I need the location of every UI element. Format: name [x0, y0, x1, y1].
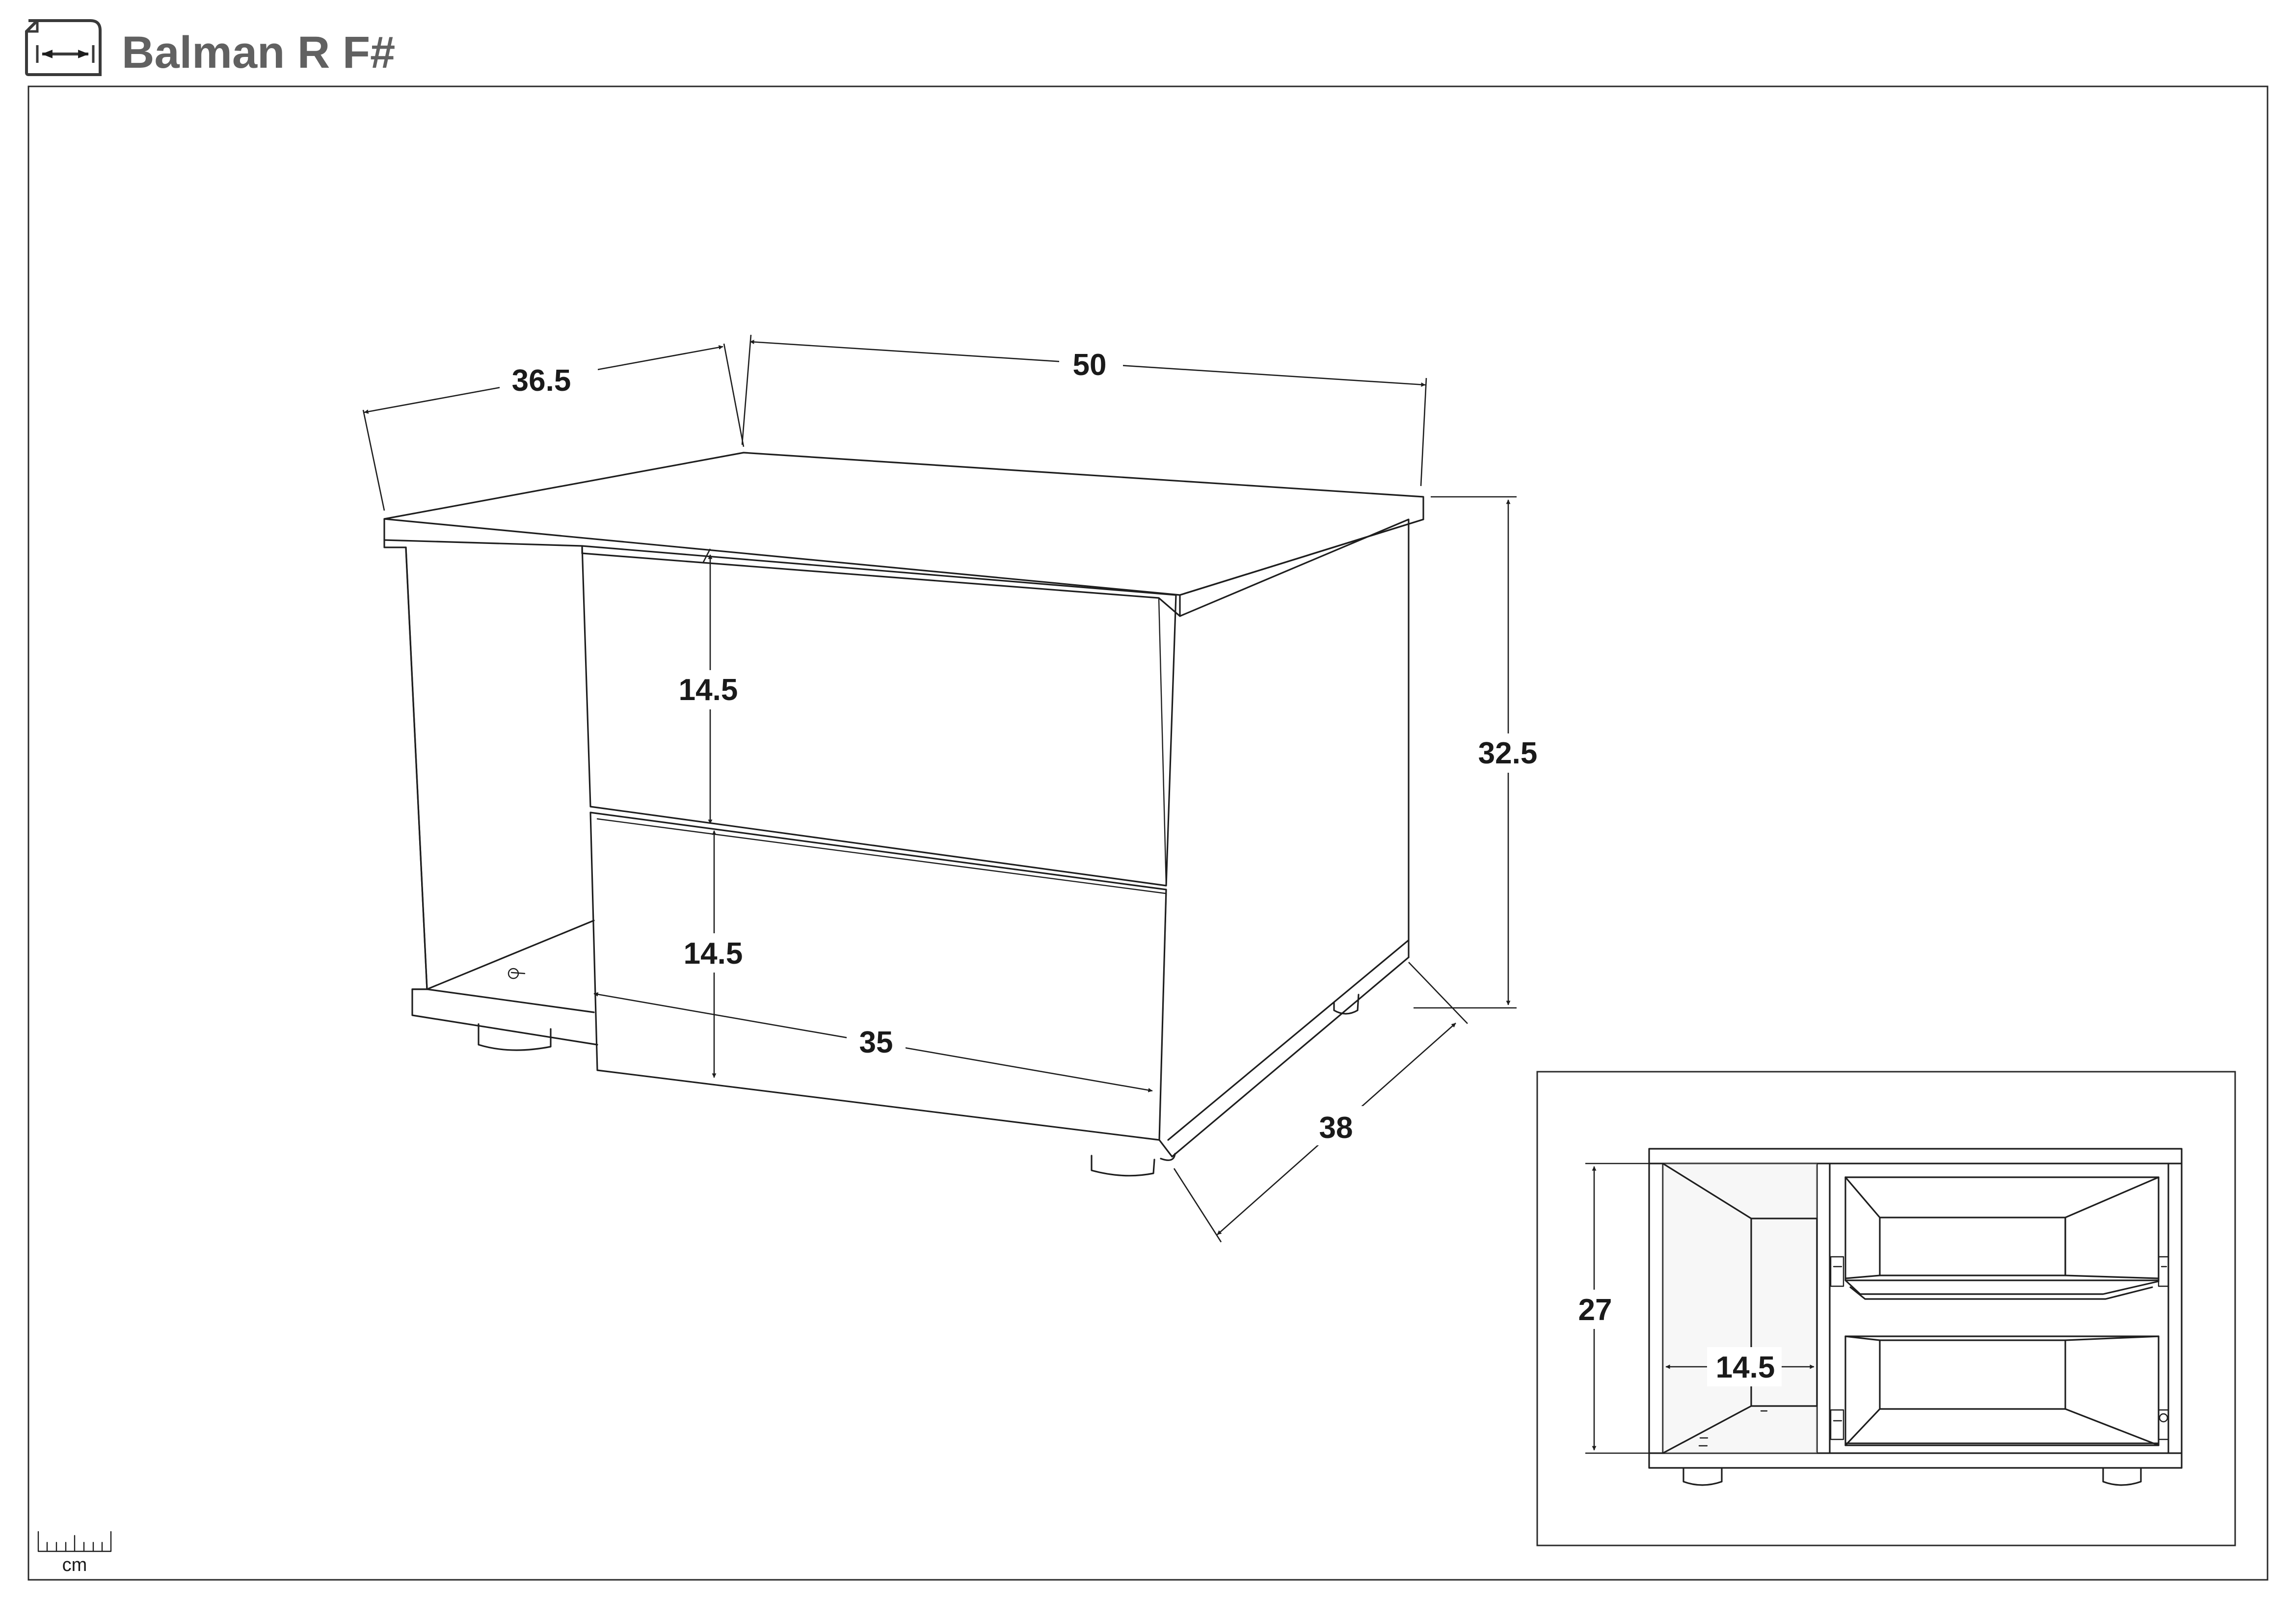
dimension-sheet-icon: [25, 19, 102, 76]
svg-text:35: 35: [859, 1026, 893, 1059]
scale-unit-label: cm: [62, 1555, 87, 1575]
inset-open-shelf: [1662, 1163, 1818, 1454]
svg-text:14.5: 14.5: [684, 937, 743, 971]
bottom-drawer-front: [589, 812, 1167, 1141]
inset-lower-drawer: [1844, 1335, 2160, 1446]
inset-upper-drawer: [1844, 1176, 2160, 1300]
page-title: Balman R F#: [122, 27, 395, 78]
inset-foot-left: [1682, 1467, 1723, 1486]
foot-front: [1091, 1155, 1155, 1177]
inset-frame: [1536, 1071, 2236, 1546]
left-side-panel: [383, 539, 598, 1046]
dim-inset-height: 27: [1573, 1163, 1649, 1454]
inset-bottom-panel: [1648, 1452, 2183, 1469]
foot-corner: [1160, 1153, 1176, 1161]
inset-drawer-runners: [1830, 1256, 2169, 1440]
dim-width: 50: [741, 334, 1427, 487]
inset-foot-right: [2102, 1467, 2142, 1486]
scale-bar: cm: [37, 1531, 112, 1575]
svg-text:14.5: 14.5: [679, 673, 738, 707]
header: Balman R F#: [25, 19, 395, 78]
foot-left: [478, 1023, 552, 1051]
dim-height: 32.5: [1414, 496, 1547, 1009]
dim-depth-bottom: 38: [1173, 962, 1468, 1243]
inset-top-panel: [1648, 1148, 2183, 1164]
svg-text:14.5: 14.5: [1716, 1351, 1775, 1384]
dim-inset-width: 14.5: [1665, 1347, 1815, 1386]
inset-front-view: 27 14.5: [1536, 1071, 2236, 1546]
nightstand-isometric-view: 36.5 50 32.5 38: [362, 334, 1547, 1243]
top-drawer-front: [581, 545, 1177, 887]
svg-text:38: 38: [1319, 1111, 1353, 1145]
dim-depth-top: 36.5: [362, 343, 745, 511]
shelf-screw: [507, 968, 519, 979]
dim-drawer-width: 35: [593, 992, 1153, 1092]
dim-top-drawer-height: 14.5: [671, 548, 750, 824]
svg-text:27: 27: [1578, 1293, 1612, 1327]
svg-text:50: 50: [1073, 348, 1107, 382]
sheet-frame: [27, 85, 2269, 1581]
foot-back: [1333, 994, 1360, 1015]
svg-text:36.5: 36.5: [512, 364, 571, 398]
dim-bottom-drawer-height: 14.5: [675, 830, 754, 1078]
right-side-panel: [1167, 518, 1410, 1141]
svg-text:32.5: 32.5: [1478, 736, 1538, 770]
